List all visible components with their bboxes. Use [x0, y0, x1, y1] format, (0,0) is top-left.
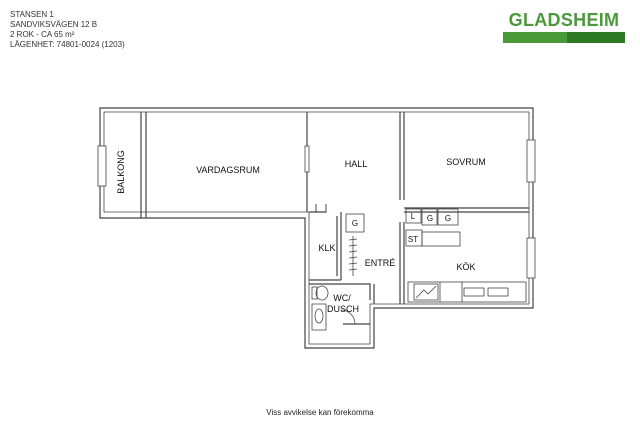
brand-bar-light	[503, 32, 567, 43]
hanger	[348, 250, 358, 253]
brand-name: GLADSHEIM	[508, 10, 620, 30]
brand-bar	[503, 32, 625, 43]
room-labels: BALKONG VARDAGSRUM HALL SOVRUM KLK ENTRÉ…	[116, 150, 486, 314]
window-sovrum	[526, 139, 536, 183]
label-l: L	[411, 212, 416, 221]
label-dusch: DUSCH	[327, 304, 359, 314]
label-balkong: BALKONG	[116, 150, 126, 194]
kitchen-counter-top	[421, 231, 461, 247]
walls	[99, 107, 534, 349]
fixture-labels: G L G G ST	[352, 212, 451, 244]
hall-stub	[315, 204, 327, 213]
kitchen-counter	[407, 281, 527, 303]
disclaimer: Viss avvikelse kan förekomma	[266, 408, 374, 417]
info-line-3: 2 ROK - CA 65 m²	[10, 30, 75, 39]
wardrobe-g1	[421, 208, 438, 226]
label-g1: G	[427, 214, 433, 223]
shower-icon	[311, 303, 327, 331]
label-g2: G	[445, 214, 451, 223]
label-entre: ENTRÉ	[365, 258, 396, 268]
label-wc: WC/	[333, 293, 351, 303]
windows	[97, 139, 536, 279]
counter-bottom	[407, 281, 527, 303]
washbasin-icon	[314, 308, 324, 324]
appliance-2	[487, 287, 509, 297]
label-klk: KLK	[318, 243, 335, 253]
inner-wall	[103, 111, 530, 345]
property-info: STANSEN 1 SANDVIKSVÄGEN 12 B 2 ROK - CA …	[10, 10, 125, 50]
hanger	[348, 238, 358, 241]
brand-logo: GLADSHEIM	[503, 9, 625, 43]
label-kok: KÖK	[456, 262, 475, 272]
label-hall: HALL	[345, 159, 368, 169]
window-vardagsrum	[304, 145, 310, 173]
wardrobe-g-entre	[345, 213, 365, 233]
wc-fixtures	[311, 285, 356, 331]
label-sovrum: SOVRUM	[446, 157, 486, 167]
toilet-icon	[315, 285, 329, 301]
appliance-1	[463, 287, 485, 297]
hanger	[348, 262, 358, 265]
sink-box	[413, 283, 439, 301]
stove-zigzag	[415, 285, 437, 299]
brand-bar-dark	[567, 32, 625, 43]
toilet-tank	[311, 286, 318, 300]
info-line-2: SANDVIKSVÄGEN 12 B	[10, 20, 98, 29]
wardrobe-g2	[437, 208, 459, 226]
wardrobe-l	[405, 208, 422, 224]
window-balkong	[97, 145, 107, 187]
coat-rail	[348, 236, 358, 276]
info-line-4: LÄGENHET: 74801-0024 (1203)	[10, 40, 125, 49]
hanger	[348, 256, 358, 259]
info-line-1: STANSEN 1	[10, 10, 54, 19]
door-swing-wc	[340, 309, 356, 325]
hanger	[348, 268, 358, 271]
hall-stub-wall	[315, 204, 327, 213]
label-st: ST	[408, 235, 418, 244]
label-g-entre: G	[352, 219, 358, 228]
wardrobes	[345, 208, 461, 247]
label-vardagsrum: VARDAGSRUM	[196, 165, 260, 175]
window-kok	[526, 237, 536, 279]
hanger	[348, 244, 358, 247]
outer-wall	[99, 107, 534, 349]
wall-wc	[309, 283, 375, 304]
